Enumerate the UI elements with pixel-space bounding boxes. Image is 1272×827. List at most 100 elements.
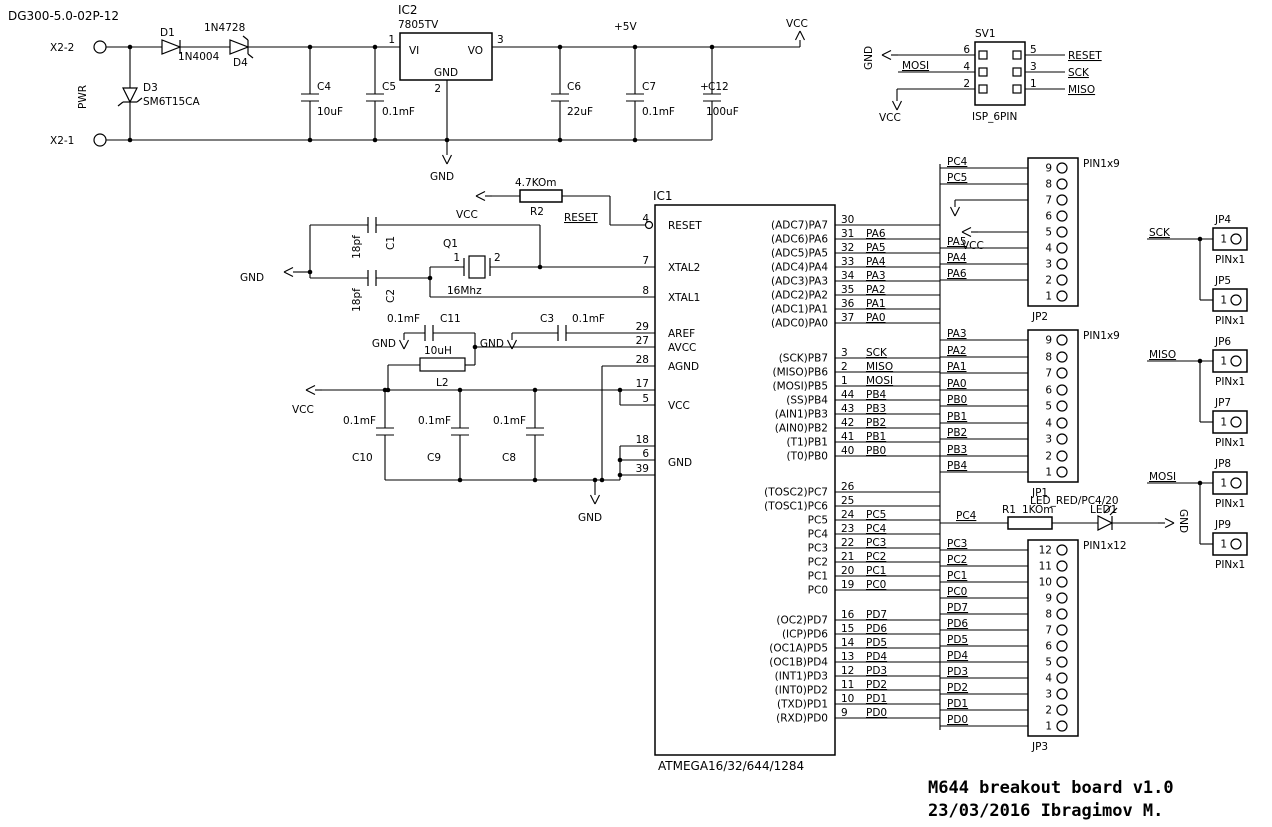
ic1-pin-function: (MOSI)PB5 (773, 381, 829, 393)
net-label: PD5 (866, 637, 887, 649)
capacitor-value: 22uF (567, 106, 593, 118)
ic1-pin-function: (SS)PB4 (786, 395, 828, 407)
pin-circle (1230, 233, 1242, 245)
ic1-pin-label: VCC (668, 400, 690, 412)
pin-number: 9 (1045, 593, 1052, 605)
pin-circle (1056, 290, 1068, 302)
pin-circle (1056, 576, 1068, 588)
ic2-pin-number: 2 (434, 83, 441, 95)
ic1-pin-number: 8 (642, 285, 649, 297)
ic1-pin-function: (AIN1)PB3 (775, 409, 828, 421)
power-section: DG300-5.0-02P-12 X2-2 X2-1 PWR D1 1N4004… (8, 3, 808, 183)
header-name: JP8 (1214, 458, 1231, 470)
pin-circle (1056, 450, 1068, 462)
ic1-pin-number: 15 (841, 623, 854, 635)
ic1-pin-number: 17 (636, 378, 649, 390)
mcu-section: IC1 ATMEGA16/32/644/1284 (653, 189, 836, 773)
net-label: PD2 (866, 679, 887, 691)
pin-circle (1056, 194, 1068, 206)
net-label: PA4 (866, 256, 886, 268)
gnd-label: GND (480, 338, 504, 350)
ic1-pin-label: RESET (668, 220, 702, 232)
wire (881, 50, 892, 56)
net-label: PC1 (866, 565, 886, 577)
pin-circle (1056, 624, 1068, 636)
ic1-pin-number: 16 (841, 609, 855, 621)
vcc-label: VCC (292, 404, 314, 416)
ic1-pin-function: (MISO)PB6 (773, 367, 829, 379)
pin-number: 4 (963, 61, 970, 73)
l2-value: 10uH (424, 345, 452, 357)
connector-JP3: PIN1x12JP312PC311PC210PC19PC08PD77PD66PD… (940, 538, 1127, 753)
pin-circle (1056, 384, 1068, 396)
pin-number: 3 (1045, 689, 1052, 701)
header-name: JP4 (1214, 214, 1231, 226)
net-label: PB4 (947, 460, 968, 472)
ic1-pin-function: PC0 (808, 585, 828, 597)
ic1-pin-number: 6 (642, 448, 649, 460)
net-label: PB3 (947, 444, 967, 456)
ic2-pin-vo: VO (468, 45, 483, 57)
pin-number: 5 (1045, 657, 1052, 669)
ic1-pin-number: 25 (841, 495, 854, 507)
ic1-pin-function: PC1 (808, 571, 828, 583)
ic1-pin-label: AREF (668, 328, 695, 340)
pin-number: 5 (1045, 401, 1052, 413)
isp-body (974, 41, 1026, 106)
net-label: PA5 (947, 236, 967, 248)
capacitor-name: C9 (427, 452, 441, 464)
pin-circle (1056, 672, 1068, 684)
net-label: SCK (1149, 227, 1171, 239)
header-type: PINx1 (1215, 376, 1245, 388)
pin-number: 1 (1220, 417, 1227, 429)
isp-name: SV1 (975, 28, 996, 40)
ic1-pin-function: (AIN0)PB2 (775, 423, 828, 435)
wire (961, 227, 972, 233)
ic2-pin-vi: VI (409, 45, 419, 57)
ic1-pin-number: 27 (636, 335, 649, 347)
capacitor-name: C12 (708, 81, 729, 93)
ic1-pin-function: PC2 (808, 557, 828, 569)
ic2-pin-number: 3 (497, 34, 504, 46)
net-label: PB2 (947, 427, 967, 439)
net-label: PC3 (866, 537, 886, 549)
pin-number: 4 (1045, 673, 1052, 685)
connector-JP1: PIN1x9JP19PA38PA27PA16PA05PB04PB13PB22PB… (940, 328, 1120, 499)
isp-pin-pad (1012, 84, 1022, 94)
ic1-pin-function: (ADC5)PA5 (771, 248, 828, 260)
junction-dot (127, 44, 133, 50)
c3-name: C3 (540, 313, 554, 325)
ic1-pin-number: 36 (841, 298, 855, 310)
ic1-pin-number: 23 (841, 523, 854, 535)
pin-circle (1056, 274, 1068, 286)
net-label: PA2 (947, 345, 967, 357)
pin-number: 6 (963, 44, 970, 56)
net-label: PC1 (947, 570, 967, 582)
isp-value: ISP_6PIN (972, 111, 1017, 123)
net-label: PD7 (866, 609, 887, 621)
pin-number: 1 (1220, 295, 1227, 307)
isp-pin-pad (978, 84, 988, 94)
pin-circle (1230, 355, 1242, 367)
ic1-pin-number: 10 (841, 693, 854, 705)
ic1-pin-number: 32 (841, 242, 854, 254)
pin-number: 7 (1045, 625, 1052, 637)
pin-number: 6 (1045, 211, 1052, 223)
pin-circle (1056, 242, 1068, 254)
net-label: PC5 (866, 509, 886, 521)
ic1-pin-number: 29 (636, 321, 649, 333)
ic1-pin-number: 18 (636, 434, 649, 446)
capacitor-value: 0.1mF (493, 415, 526, 427)
junction-dot (444, 137, 450, 143)
gnd-label: GND (240, 272, 264, 284)
net-label: PD5 (947, 634, 968, 646)
pin-number: 2 (1045, 451, 1052, 463)
pin-circle (1056, 162, 1068, 174)
wire (590, 494, 596, 505)
junction-dot (127, 137, 133, 143)
pin-number: 7 (1045, 368, 1052, 380)
pin-circle (1056, 417, 1068, 429)
